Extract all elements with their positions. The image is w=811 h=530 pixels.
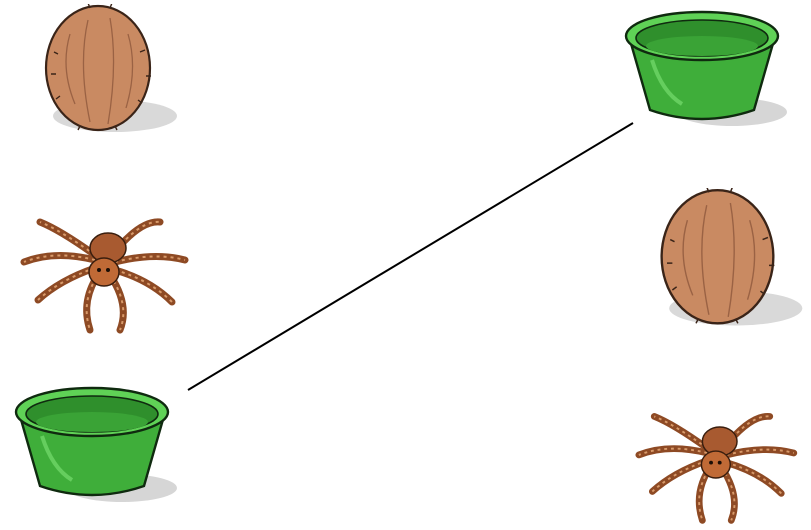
- bowl-card-left[interactable]: [12, 376, 192, 506]
- bowl-icon: [624, 10, 789, 128]
- match-line: [187, 122, 634, 391]
- spider-card-right[interactable]: [612, 376, 811, 530]
- coconut-icon: [44, 4, 179, 134]
- spider-icon: [0, 180, 200, 340]
- coconut-icon: [660, 188, 804, 327]
- bowl-icon: [14, 386, 179, 504]
- spider-icon: [612, 376, 811, 530]
- coconut-card-right[interactable]: [640, 188, 810, 333]
- bowl-card-right[interactable]: [622, 0, 802, 130]
- spider-card-left[interactable]: [0, 180, 200, 340]
- coconut-card-left[interactable]: [30, 4, 180, 139]
